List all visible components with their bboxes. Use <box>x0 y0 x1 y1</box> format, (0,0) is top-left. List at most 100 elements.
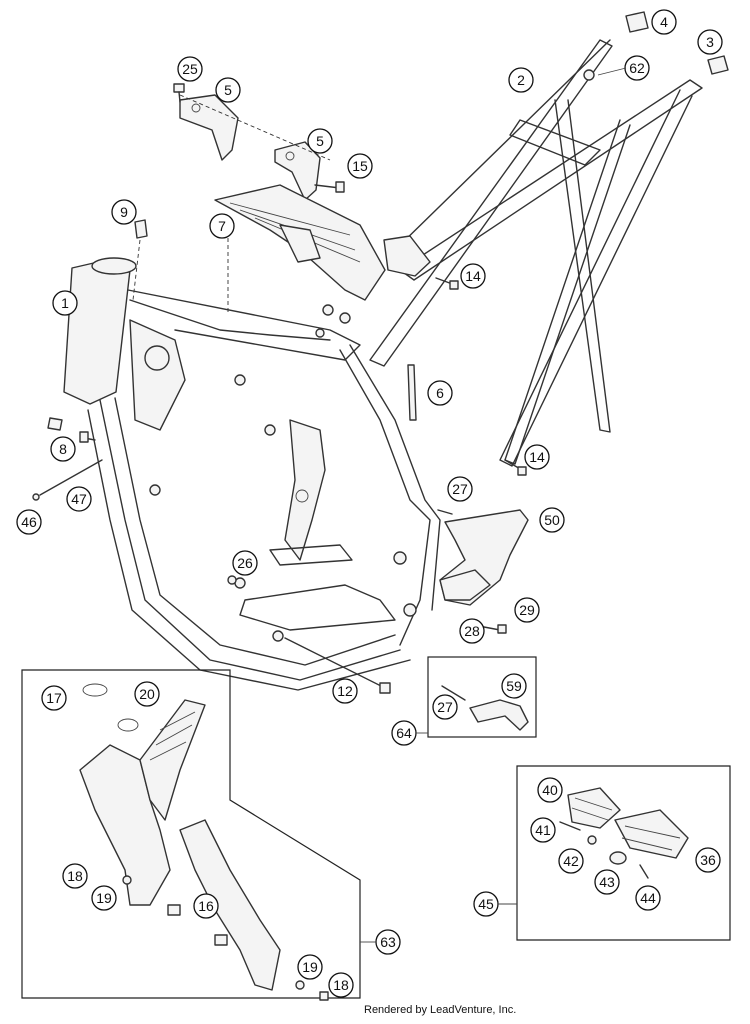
svg-text:41: 41 <box>535 822 551 838</box>
callout-2: 2 <box>508 67 534 93</box>
callout-40: 40 <box>537 777 563 803</box>
callout-26: 26 <box>232 550 258 576</box>
engine-bracket-lower <box>274 141 321 201</box>
svg-text:27: 27 <box>452 481 468 497</box>
svg-text:5: 5 <box>224 82 232 98</box>
svg-text:19: 19 <box>96 890 112 906</box>
callout-12: 12 <box>332 678 358 704</box>
callout-20: 20 <box>134 681 160 707</box>
callout-43: 43 <box>594 869 620 895</box>
end-cap-3 <box>707 55 729 75</box>
callout-7: 7 <box>209 213 235 239</box>
callout-62: 62 <box>624 55 650 81</box>
callout-5a: 5 <box>215 77 241 103</box>
callout-18b: 18 <box>328 972 354 998</box>
callout-1: 1 <box>52 290 78 316</box>
spring-42 <box>587 835 597 845</box>
callout-5b: 5 <box>307 128 333 154</box>
spacers-16-19 <box>122 875 329 1001</box>
kit-box-45 <box>516 765 731 941</box>
svg-text:46: 46 <box>21 514 37 530</box>
chain-guide-50 <box>437 509 529 634</box>
svg-text:18: 18 <box>67 868 83 884</box>
cotter-pin-44 <box>639 864 649 879</box>
callout-14a: 14 <box>460 263 486 289</box>
svg-text:43: 43 <box>599 874 615 890</box>
footer-credit: Rendered by LeadVenture, Inc. <box>364 1004 517 1016</box>
footpeg-left <box>567 787 621 829</box>
kit-box-64 <box>427 656 537 738</box>
callout-18a: 18 <box>62 863 88 889</box>
callout-45: 45 <box>473 891 499 917</box>
callout-50: 50 <box>539 507 565 533</box>
cable-tie-20 <box>117 718 139 732</box>
svg-text:14: 14 <box>465 268 481 284</box>
svg-text:20: 20 <box>139 686 155 702</box>
callout-3: 3 <box>697 29 723 55</box>
bolt-15 <box>314 181 345 193</box>
svg-text:29: 29 <box>519 602 535 618</box>
callout-64: 64 <box>391 720 417 746</box>
footpeg-right <box>614 809 689 859</box>
bolt-8 <box>47 417 96 443</box>
svg-text:9: 9 <box>120 204 128 220</box>
svg-text:6: 6 <box>436 385 444 401</box>
washer-43 <box>609 851 627 865</box>
svg-text:62: 62 <box>629 60 645 76</box>
callout-41: 41 <box>530 817 556 843</box>
svg-text:4: 4 <box>660 14 668 30</box>
end-cap-4 <box>625 11 649 33</box>
svg-text:63: 63 <box>380 934 396 950</box>
clip-9 <box>132 219 148 301</box>
callout-25: 25 <box>177 56 203 82</box>
svg-text:15: 15 <box>352 158 368 174</box>
main-frame <box>63 232 441 691</box>
callout-36: 36 <box>695 847 721 873</box>
svg-text:42: 42 <box>563 853 579 869</box>
svg-text:16: 16 <box>198 898 214 914</box>
callout-47: 47 <box>66 486 92 512</box>
callout-27b: 27 <box>432 694 458 720</box>
svg-text:44: 44 <box>640 890 656 906</box>
callout-63: 63 <box>375 929 401 955</box>
callout-8: 8 <box>50 436 76 462</box>
svg-text:28: 28 <box>464 623 480 639</box>
callout-42: 42 <box>558 848 584 874</box>
svg-text:40: 40 <box>542 782 558 798</box>
engine-bracket-upper <box>179 94 239 161</box>
strap-6 <box>407 364 417 421</box>
cable-tie-17 <box>82 683 108 697</box>
bolt-26 <box>227 575 237 585</box>
svg-text:3: 3 <box>706 34 714 50</box>
svg-text:1: 1 <box>61 295 69 311</box>
svg-text:27: 27 <box>437 699 453 715</box>
svg-text:64: 64 <box>396 725 412 741</box>
pin-41 <box>559 821 581 831</box>
shield-plate-7 <box>214 184 386 301</box>
svg-text:45: 45 <box>478 896 494 912</box>
svg-text:25: 25 <box>182 61 198 77</box>
callout-46: 46 <box>16 509 42 535</box>
svg-text:47: 47 <box>71 491 87 507</box>
callout-4: 4 <box>651 9 677 35</box>
svg-text:14: 14 <box>529 449 545 465</box>
axle-12 <box>284 637 391 694</box>
callout-16: 16 <box>193 893 219 919</box>
callout-15: 15 <box>347 153 373 179</box>
svg-text:8: 8 <box>59 441 67 457</box>
callout-19b: 19 <box>297 954 323 980</box>
svg-text:7: 7 <box>218 218 226 234</box>
callout-14b: 14 <box>524 444 550 470</box>
svg-text:18: 18 <box>333 977 349 993</box>
svg-text:12: 12 <box>337 683 353 699</box>
slider-59 <box>441 685 529 731</box>
callout-9: 9 <box>111 199 137 225</box>
bolt-25 <box>173 83 185 103</box>
callout-29: 29 <box>514 597 540 623</box>
subframe <box>369 39 703 467</box>
svg-text:26: 26 <box>237 555 253 571</box>
callout-28: 28 <box>459 618 485 644</box>
svg-text:59: 59 <box>506 678 522 694</box>
callout-17: 17 <box>41 685 67 711</box>
